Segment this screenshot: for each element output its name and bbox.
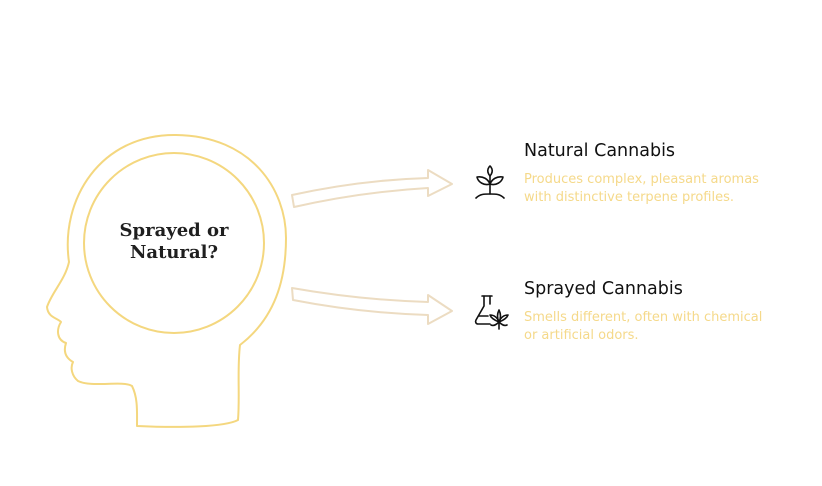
option-sprayed: Sprayed Cannabis Smells different, often… [524,278,774,345]
option-natural-title: Natural Cannabis [524,141,676,161]
option-natural-description: Produces complex, pleasant aromas with d… [524,172,759,205]
flask-leaf-icon [474,295,509,330]
thought-circle [83,152,265,334]
option-sprayed-description: Smells different, often with chemical or… [524,310,763,343]
arrow-to-sprayed [291,287,453,325]
center-question-line1: Sprayed or [119,220,229,241]
sprout-icon [475,165,505,199]
head-outline [46,133,287,428]
option-natural: Natural Cannabis Produces complex, pleas… [524,140,774,207]
arrow-to-natural [291,169,453,208]
center-question-line2: Natural? [129,242,219,263]
center-question: Sprayed or Natural? [92,220,256,264]
option-sprayed-title: Sprayed Cannabis [524,279,683,299]
